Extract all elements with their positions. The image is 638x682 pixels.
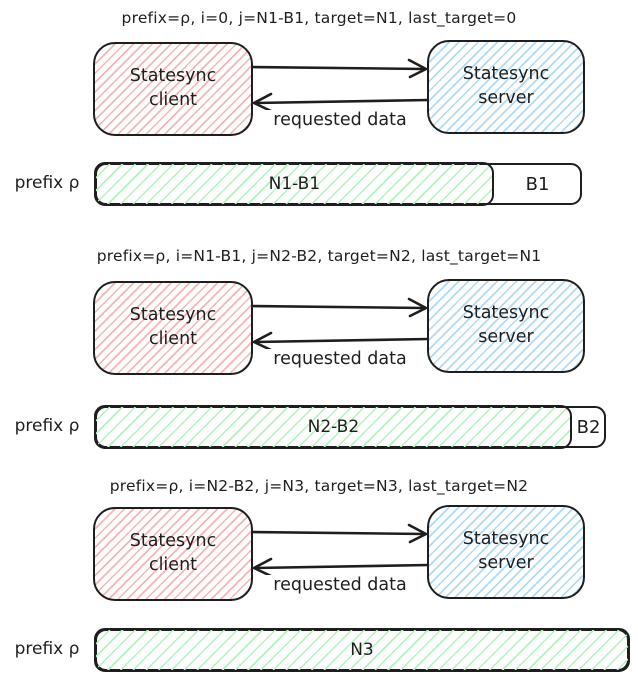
round-params-label: prefix=ρ, i=0, j=N1-B1, target=N1, last_…	[121, 9, 517, 27]
round-params-label: prefix=ρ, i=N1-B1, j=N2-B2, target=N2, l…	[96, 247, 542, 265]
arrows-graphic	[251, 523, 429, 575]
message-arrows: requested data	[251, 507, 429, 619]
server-label-line1: Statesync	[462, 303, 550, 324]
bar-prefix-label: prefix ρ	[14, 173, 80, 193]
requested-data-label: requested data	[273, 349, 407, 369]
server-label-line1: Statesync	[462, 529, 550, 550]
state-progress-bar: N3	[94, 628, 630, 672]
bar-filled-segment: N2-B2	[94, 405, 573, 449]
statesync-client-box: Statesync client	[93, 281, 253, 375]
client-label-line2: client	[148, 555, 198, 575]
bar-filled-segment: N3	[94, 628, 630, 672]
client-label-line1: Statesync	[129, 66, 217, 87]
server-label-line2: server	[478, 88, 534, 108]
requested-data-label: requested data	[273, 110, 407, 130]
message-arrows: requested data	[251, 281, 429, 393]
client-label-line2: client	[148, 329, 198, 349]
statesync-server-box: Statesync server	[427, 40, 585, 134]
bar-prefix-label: prefix ρ	[14, 416, 80, 436]
client-label-line1: Statesync	[129, 305, 217, 326]
requested-data-label: requested data	[273, 575, 407, 595]
server-to-client-arrow-icon	[252, 557, 429, 575]
client-label-line2: client	[148, 90, 198, 110]
client-to-server-arrow-icon	[251, 58, 428, 79]
server-to-client-arrow-icon	[252, 92, 429, 110]
bar-empty-segment: B2	[576, 416, 601, 438]
bar-empty-segment: B1	[525, 173, 550, 195]
bar-filled-segment: N1-B1	[94, 162, 495, 206]
round-params-label: prefix=ρ, i=N2-B2, j=N3, target=N3, last…	[109, 477, 529, 495]
statesync-client-box: Statesync client	[93, 507, 253, 601]
bar-prefix-label: prefix ρ	[14, 639, 80, 659]
client-to-server-arrow-icon	[251, 297, 428, 318]
server-label-line1: Statesync	[462, 64, 550, 85]
server-label-line2: server	[478, 327, 534, 347]
state-progress-bar: N2-B2 B2	[94, 405, 606, 449]
server-to-client-arrow-icon	[252, 331, 429, 349]
arrows-graphic	[251, 58, 429, 110]
server-label-line2: server	[478, 553, 534, 573]
message-arrows: requested data	[251, 42, 429, 154]
statesync-server-box: Statesync server	[427, 505, 585, 599]
statesync-server-box: Statesync server	[427, 279, 585, 373]
client-label-line1: Statesync	[129, 531, 217, 552]
state-progress-bar: N1-B1 B1	[94, 162, 582, 206]
arrows-graphic	[251, 297, 429, 349]
client-to-server-arrow-icon	[251, 523, 428, 544]
statesync-client-box: Statesync client	[93, 42, 253, 136]
